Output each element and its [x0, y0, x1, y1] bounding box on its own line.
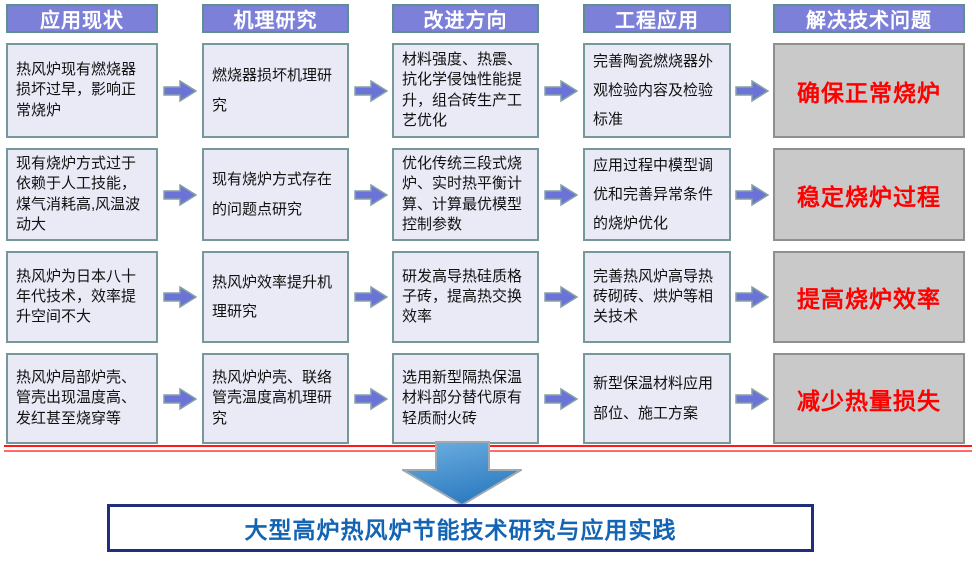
right-arrow-icon [539, 353, 583, 444]
right-arrow-icon [349, 353, 392, 444]
header-application-status: 应用现状 [6, 4, 158, 33]
cell-mechanism-4: 热风炉炉壳、联络管壳温度高机理研究 [202, 353, 349, 444]
right-arrow-icon [731, 251, 773, 343]
header-solved-problems: 解决技术问题 [773, 4, 965, 33]
cell-current-1: 热风炉现有燃烧器损坏过早，影响正常烧炉 [6, 43, 158, 138]
cell-engineering-1: 完善陶瓷燃烧器外观检验内容及检验标准 [583, 43, 731, 138]
right-arrow-icon [731, 353, 773, 444]
cell-engineering-2: 应用过程中模型调优和完善异常条件的烧炉优化 [583, 148, 731, 241]
right-arrow-icon [731, 43, 773, 138]
cell-current-2: 现有烧炉方式过于依赖于人工技能，煤气消耗高,风温波动大 [6, 148, 158, 241]
cell-improvement-3: 研发高导热硅质格子砖，提高热交换效率 [392, 251, 539, 343]
down-arrow-icon [399, 441, 525, 507]
cell-engineering-4: 新型保温材料应用部位、施工方案 [583, 353, 731, 444]
right-arrow-icon [349, 251, 392, 343]
right-arrow-icon [158, 148, 202, 241]
cell-current-3: 热风炉为日本八十年代技术，效率提升空间不大 [6, 251, 158, 343]
cell-improvement-4: 选用新型隔热保温材料部分替代原有轻质耐火砖 [392, 353, 539, 444]
flow-grid: 应用现状 机理研究 改进方向 工程应用 解决技术问题 热风炉现有燃烧器损坏过早，… [6, 4, 965, 444]
cell-improvement-1: 材料强度、热震、抗化学侵蚀性能提升，组合砖生产工艺优化 [392, 43, 539, 138]
header-label: 解决技术问题 [806, 10, 932, 32]
header-mechanism-research: 机理研究 [202, 4, 349, 33]
cell-solution-2: 稳定烧炉过程 [773, 148, 965, 241]
right-arrow-icon [158, 353, 202, 444]
right-arrow-icon [539, 43, 583, 138]
right-arrow-icon [731, 148, 773, 241]
cell-current-4: 热风炉局部炉壳、管壳出现温度高、发红甚至烧穿等 [6, 353, 158, 444]
header-label: 机理研究 [233, 10, 318, 32]
cell-mechanism-3: 热风炉效率提升机理研究 [202, 251, 349, 343]
cell-engineering-3: 完善热风炉高导热砖砌砖、烘炉等相关技术 [583, 251, 731, 343]
right-arrow-icon [158, 43, 202, 138]
right-arrow-icon [539, 251, 583, 343]
header-improvement-direction: 改进方向 [392, 4, 539, 33]
right-arrow-icon [539, 148, 583, 241]
cell-solution-4: 减少热量损失 [773, 353, 965, 444]
right-arrow-icon [349, 43, 392, 138]
right-arrow-icon [349, 148, 392, 241]
cell-mechanism-2: 现有烧炉方式存在的问题点研究 [202, 148, 349, 241]
cell-solution-3: 提高烧炉效率 [773, 251, 965, 343]
header-label: 改进方向 [423, 10, 508, 32]
cell-solution-1: 确保正常烧炉 [773, 43, 965, 138]
header-label: 工程应用 [615, 10, 699, 32]
cell-improvement-2: 优化传统三段式烧炉、实时热平衡计算、计算最优模型控制参数 [392, 148, 539, 241]
header-engineering-application: 工程应用 [583, 4, 731, 33]
header-label: 应用现状 [40, 10, 124, 32]
cell-mechanism-1: 燃烧器损坏机理研究 [202, 43, 349, 138]
conclusion-title: 大型高炉热风炉节能技术研究与应用实践 [244, 517, 677, 543]
conclusion-banner: 大型高炉热风炉节能技术研究与应用实践 [107, 504, 814, 552]
right-arrow-icon [158, 251, 202, 343]
